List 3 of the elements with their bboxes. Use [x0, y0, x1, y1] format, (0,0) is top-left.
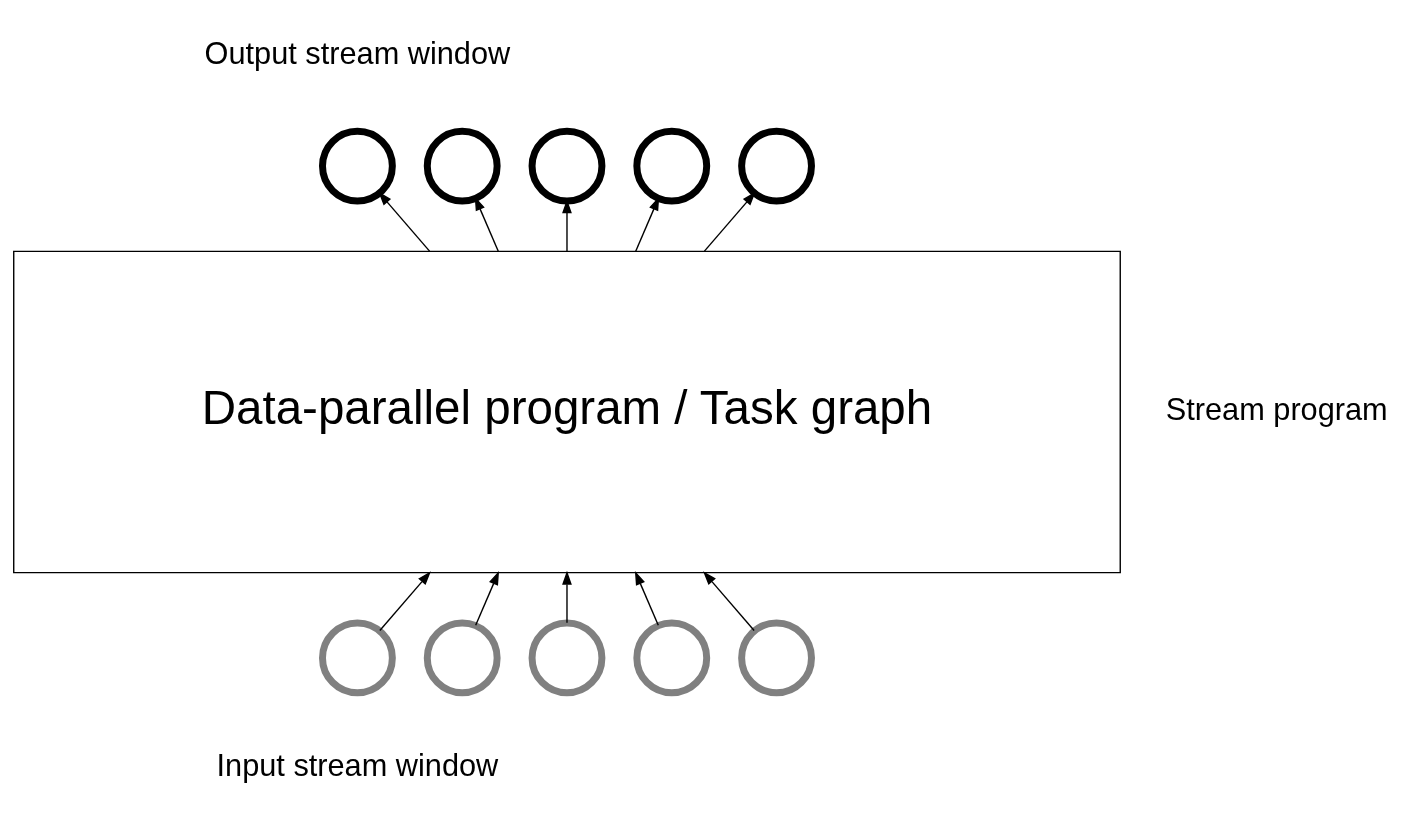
label: Output stream window: [204, 35, 511, 71]
label: Input stream window: [216, 747, 499, 783]
label: Stream program: [1165, 391, 1388, 427]
